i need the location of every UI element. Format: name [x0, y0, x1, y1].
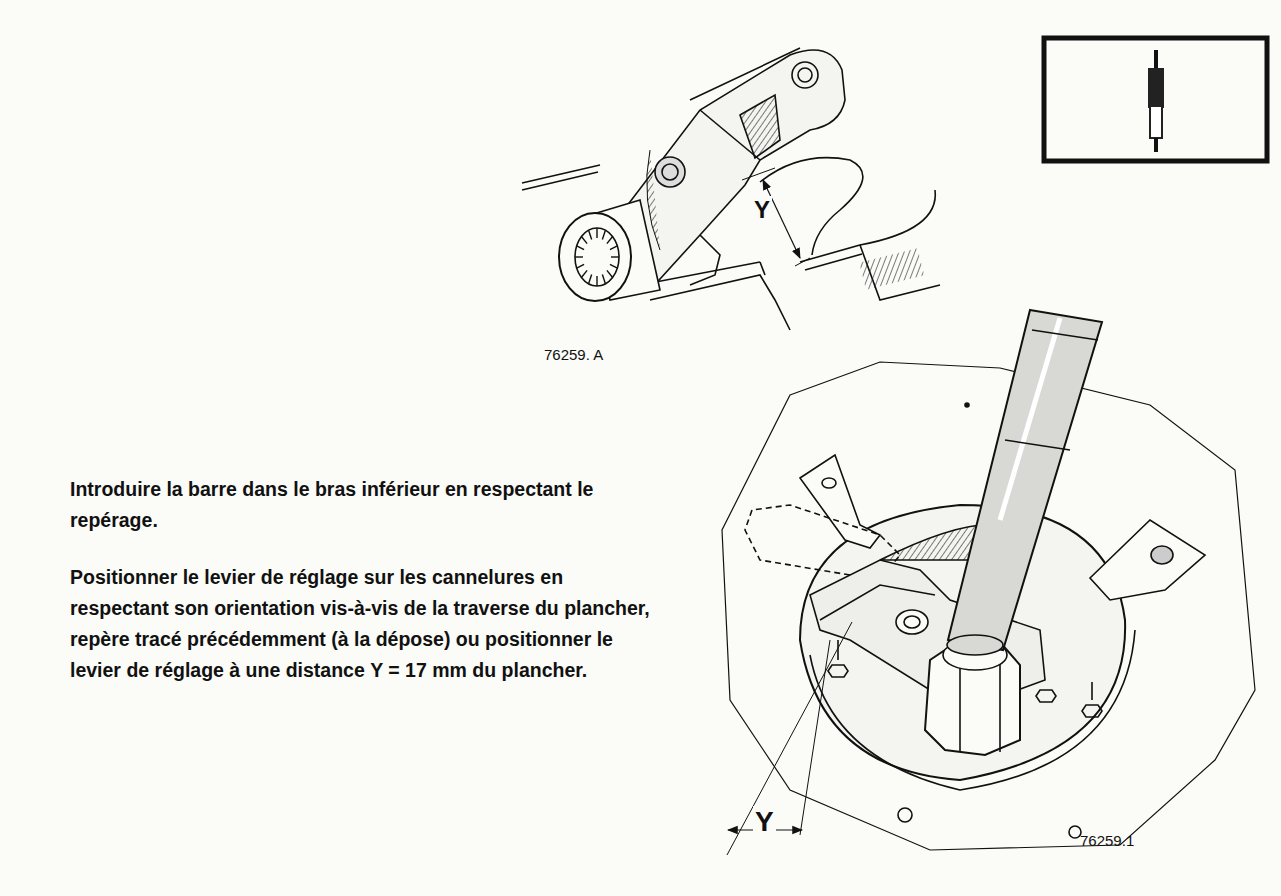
instruction-text: du plancher. — [472, 659, 587, 681]
dimension-label: Y — [753, 806, 776, 838]
instruction-text: Introduire la barre dans le bras inférie… — [70, 478, 593, 531]
instruction-text: Positionner le levier de réglage sur les… — [70, 566, 650, 619]
figure-number: 76259. A — [544, 346, 603, 363]
lever-detail — [522, 48, 940, 330]
dimension-label: Y — [752, 196, 772, 224]
figure-number: 76259.1 — [1080, 832, 1134, 849]
dimension-value: Y = 17 mm — [370, 659, 467, 681]
floor-assembly — [722, 310, 1255, 855]
paragraph: Introduire la barre dans le bras inférie… — [70, 474, 650, 536]
emphasis-text: repère tracé précédemment — [70, 628, 326, 650]
shock-absorber-icon — [1044, 38, 1267, 161]
paragraph: Positionner le levier de réglage sur les… — [70, 562, 650, 686]
